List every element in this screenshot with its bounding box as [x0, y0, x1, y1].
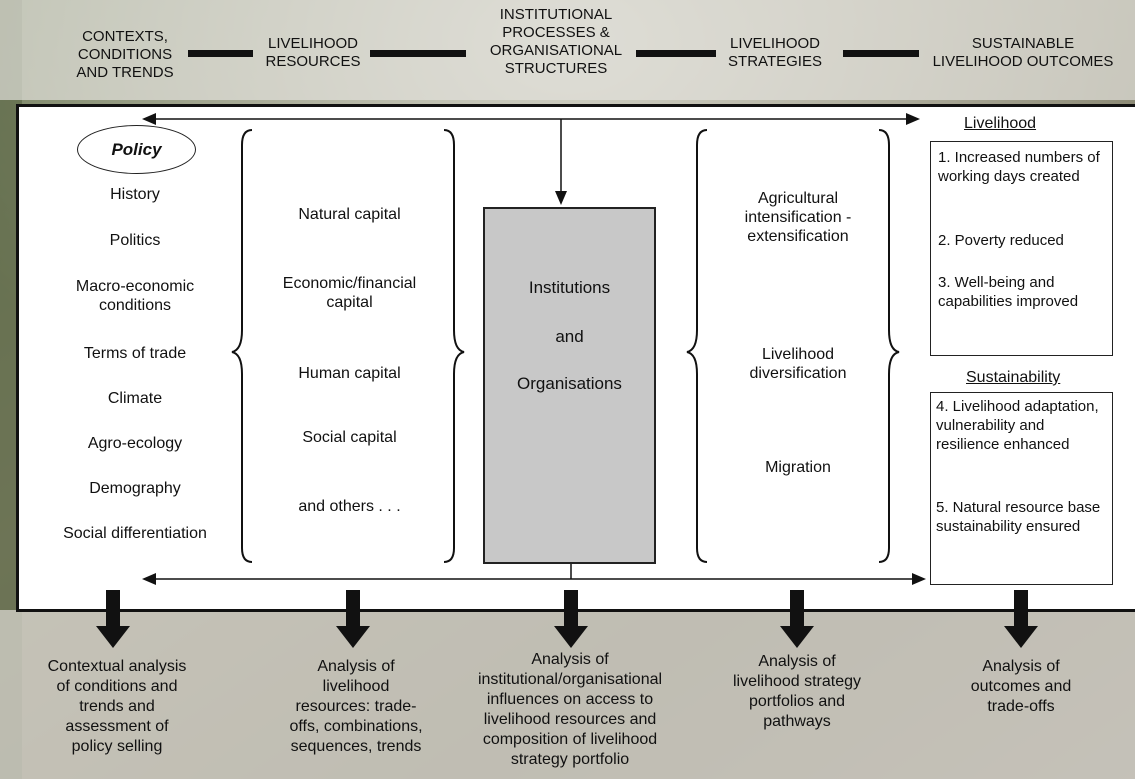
context-policy: Policy [111, 140, 162, 159]
livelihood-outcome-item: 2. Poverty reduced [938, 232, 1064, 249]
context-item: Climate [107, 390, 163, 407]
strategies-right-brace [878, 129, 900, 563]
institutions-box [483, 207, 656, 564]
resource-item: and others . . . [298, 498, 401, 515]
livelihood-outcome-item: 3. Well-being and capabilities improved [938, 274, 1079, 310]
sustainability-outcome-item: 5. Natural resource base sustainability … [936, 499, 1101, 535]
context-item: Social differentiation [63, 525, 207, 542]
resource-item: Economic/financial capital [282, 275, 417, 311]
analysis-arrow-strategies [780, 590, 814, 648]
analysis-arrow-outcomes [1004, 590, 1038, 648]
sustainability-outcome-item: 4. Livelihood adaptation, vulnerability … [936, 398, 1099, 453]
livelihood-outcome-item: 1. Increased numbers of working days cre… [938, 149, 1100, 185]
bottom-arrow-left-head [142, 573, 156, 585]
institutions-line: and [555, 327, 584, 346]
resources-left-brace [231, 129, 253, 563]
livelihood-title: Livelihood [964, 115, 1037, 132]
resource-item: Human capital [298, 365, 401, 382]
analysis-arrow-contexts [96, 590, 130, 648]
institutions-line: Organisations [517, 374, 622, 393]
strategy-item: Migration [765, 459, 831, 476]
sustainability-outcomes-box [930, 392, 1113, 585]
analysis-arrow-resources [336, 590, 370, 648]
header-connectors [188, 50, 919, 57]
resource-item: Natural capital [298, 206, 401, 223]
analysis-arrow-institutions [554, 590, 588, 648]
institutions-line: Institutions [528, 278, 611, 297]
bottom-arrow-right-head [912, 573, 926, 585]
context-item: Agro-ecology [87, 435, 183, 452]
sustainability-title: Sustainability [966, 369, 1061, 386]
top-arrow-right-head [906, 113, 920, 125]
context-item: Terms of trade [83, 345, 187, 362]
strategy-item: Livelihood diversification [749, 346, 847, 382]
strategies-left-brace [686, 129, 708, 563]
resource-item: Social capital [302, 429, 397, 446]
strategy-item: Agricultural intensification - extensifi… [744, 190, 852, 245]
down-arrow-head [555, 191, 567, 205]
resources-right-brace [443, 129, 465, 563]
context-item: Politics [109, 232, 161, 249]
context-item: Macro-economic conditions [75, 278, 195, 314]
policy-ellipse [77, 125, 196, 174]
top-arrow-left-head [142, 113, 156, 125]
livelihood-outcomes-box [930, 141, 1113, 356]
context-item: History [110, 186, 160, 203]
context-item: Demography [89, 480, 181, 497]
